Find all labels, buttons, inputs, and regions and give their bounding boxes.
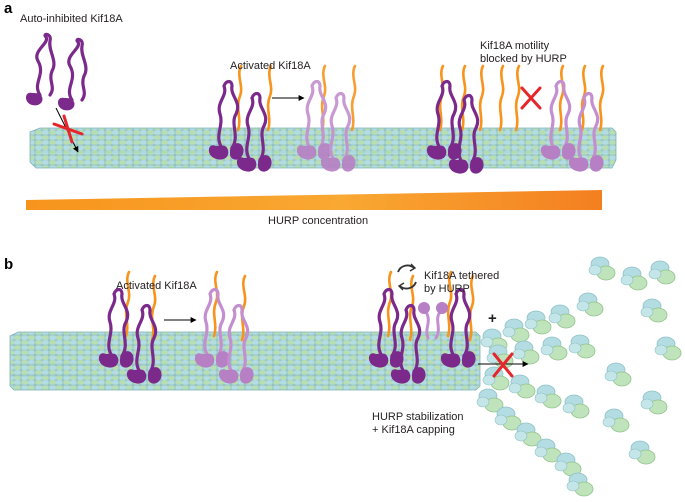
activated-label-a: Activated Kif18A [230, 60, 311, 72]
activated-label-b: Activated Kif18A [116, 280, 197, 292]
kif18a-auto-inhibited [26, 32, 88, 111]
free-tubulin-dimers [566, 256, 682, 497]
kif18a-moving-a [295, 64, 358, 174]
blocked-cross-icon-b [492, 352, 514, 378]
blocked-cross-icon [52, 114, 84, 144]
peeling-protofilaments [476, 304, 596, 477]
kif18a-tethered [367, 270, 478, 386]
stabilization-label-line1: HURP stabilization [372, 411, 464, 423]
kif18a-moving-b [193, 270, 256, 386]
panel-a-letter: a [4, 0, 13, 17]
tether-cycle-icon [397, 263, 417, 291]
panel-a [26, 32, 617, 210]
blocked-label-line1: Kif18A motility [480, 40, 550, 52]
stabilization-label-line2: + Kif18A capping [372, 424, 455, 436]
plus-end-label: + [488, 310, 497, 327]
blocked-cross-icon-a [520, 86, 542, 110]
panel-b [9, 256, 682, 497]
kif18a-activated-a [207, 64, 274, 174]
panel-b-letter: b [4, 256, 14, 273]
hurp-concentration-label: HURP concentration [268, 215, 369, 227]
blocked-label-line2: blocked by HURP [480, 53, 567, 65]
auto-inhibited-label: Auto-inhibited Kif18A [20, 13, 123, 25]
tethered-label-line1: Kif18A tethered [424, 270, 500, 282]
hurp-gradient-bar [26, 190, 602, 210]
tethered-label-line2: by HURP [424, 283, 470, 295]
